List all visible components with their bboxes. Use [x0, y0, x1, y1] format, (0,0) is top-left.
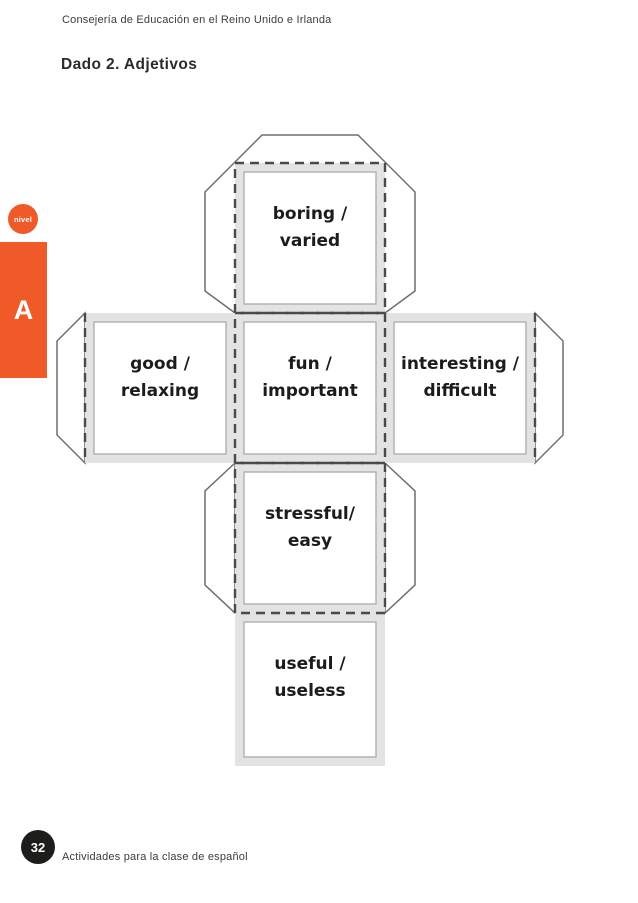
- page-header: Consejería de Educación en el Reino Unid…: [62, 14, 332, 26]
- face-text-line: varied: [279, 231, 341, 251]
- level-tab-a: A: [0, 242, 47, 378]
- glue-flap-right-face: [534, 311, 564, 465]
- face-text-line: difficult: [423, 381, 497, 401]
- face-text-line: relaxing: [120, 381, 200, 401]
- face-inner-left: [93, 321, 227, 455]
- face-text-line: useless: [274, 681, 346, 701]
- face-text-line: fun /: [288, 354, 332, 374]
- fold-line-below-center-face: [233, 461, 387, 615]
- face-text-line: interesting /: [401, 354, 519, 374]
- face-label-fun-important: fun / important: [235, 351, 385, 405]
- page-number: 32: [30, 839, 46, 855]
- face-inner-top: [243, 171, 377, 305]
- page-title: Dado 2. Adjetivos: [61, 56, 198, 73]
- nivel-badge-label: nivel: [13, 214, 33, 224]
- face-label-useful-useless: useful / useless: [235, 651, 385, 705]
- face-text-line: stressful/: [265, 504, 355, 524]
- face-label-interesting-difficult: interesting / difficult: [385, 351, 535, 405]
- face-inner-right: [393, 321, 527, 455]
- face-inner-center: [243, 321, 377, 455]
- face-label-boring-varied: boring / varied: [235, 201, 385, 255]
- face-text-line: boring /: [272, 204, 348, 224]
- face-label-good-relaxing: good / relaxing: [85, 351, 235, 405]
- glue-flap-lower-right: [384, 461, 416, 615]
- level-letter: A: [13, 294, 34, 325]
- face-text-line: useful /: [274, 654, 346, 674]
- glue-flap-lower-left: [204, 461, 236, 615]
- face-label-stressful-easy: stressful/ easy: [235, 501, 385, 555]
- face-inner-bottom: [243, 621, 377, 758]
- face-text-line: good /: [130, 354, 190, 374]
- page-number-badge: 32: [21, 830, 55, 864]
- face-inner-below-center: [243, 471, 377, 605]
- face-text-line: important: [262, 381, 358, 401]
- page-footer: Actividades para la clase de español: [62, 851, 248, 863]
- nivel-badge: nivel: [8, 204, 38, 234]
- face-text-line: easy: [287, 531, 333, 551]
- glue-flap-left-face: [56, 311, 86, 465]
